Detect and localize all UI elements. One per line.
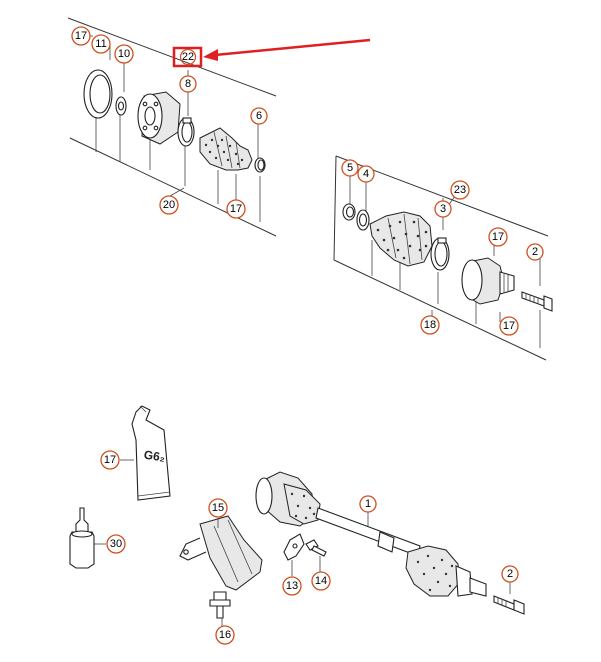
callout-17[interactable]: 17	[226, 199, 246, 219]
bolt-small	[305, 539, 327, 557]
outer-joint	[461, 257, 515, 305]
grease-tube: G6₂	[131, 405, 171, 501]
bracket	[283, 533, 305, 561]
joint-housing	[137, 91, 181, 145]
callout-label: 6	[256, 110, 262, 122]
callout-17[interactable]: 17	[499, 316, 519, 336]
callout-13[interactable]: 13	[282, 576, 302, 596]
callout-1[interactable]: 1	[359, 495, 377, 513]
callout-16[interactable]: 16	[215, 625, 235, 645]
callout-label: 30	[110, 538, 122, 550]
callout-label: 17	[503, 320, 515, 332]
callout-label: 17	[104, 454, 116, 466]
assembly-panel-upper-left	[67, 17, 277, 237]
joint-boot	[199, 127, 253, 171]
highlight-annotation	[172, 38, 371, 68]
bolt-lower	[493, 595, 525, 615]
joint-boot-right	[369, 211, 433, 267]
callout-15[interactable]: 15	[208, 498, 228, 518]
highlight-arrow	[214, 38, 371, 57]
callout-23[interactable]: 23	[450, 180, 470, 200]
callout-8[interactable]: 8	[179, 75, 197, 93]
callout-label: 20	[163, 199, 175, 211]
callout-label: 2	[532, 246, 538, 258]
callout-label: 17	[492, 231, 504, 243]
callout-10[interactable]: 10	[114, 44, 134, 64]
callout-label: 2	[507, 568, 513, 580]
bolt-vertical	[209, 591, 231, 619]
callout-label: 16	[219, 629, 231, 641]
callout-17[interactable]: 17	[488, 227, 508, 247]
callout-14[interactable]: 14	[311, 571, 331, 591]
callout-label: 3	[440, 203, 446, 215]
heat-shield	[179, 515, 263, 591]
callout-label: 10	[118, 48, 130, 60]
callout-2[interactable]: 2	[526, 243, 544, 261]
callout-2[interactable]: 2	[501, 565, 519, 583]
adhesive-bottle	[69, 507, 95, 569]
callout-22[interactable]: 22	[180, 49, 196, 65]
callout-18[interactable]: 18	[420, 315, 440, 335]
callout-label: 8	[185, 78, 191, 90]
highlight-box	[172, 46, 203, 68]
bolt	[521, 291, 553, 312]
callout-label: 23	[454, 184, 466, 196]
clamp-ring	[177, 117, 195, 147]
grease-tube-label: G6₂	[143, 448, 166, 465]
callout-17[interactable]: 17	[100, 450, 120, 470]
clamp-ring-right	[430, 237, 450, 271]
callout-label: 1	[365, 498, 371, 510]
callout-label: 18	[424, 319, 436, 331]
callout-label: 13	[286, 580, 298, 592]
callout-label: 17	[75, 30, 87, 42]
callout-label: 17	[230, 203, 242, 215]
callout-label: 22	[182, 51, 194, 63]
callout-label: 15	[212, 502, 224, 514]
callout-label: 4	[363, 168, 369, 180]
callout-11[interactable]: 11	[91, 34, 111, 54]
callout-20[interactable]: 20	[159, 195, 179, 215]
callout-label: 11	[95, 38, 106, 50]
callout-3[interactable]: 3	[434, 200, 452, 218]
callout-5[interactable]: 5	[341, 159, 359, 177]
callout-30[interactable]: 30	[106, 534, 126, 554]
callout-4[interactable]: 4	[357, 165, 375, 183]
callout-label: 5	[347, 162, 353, 174]
assembly-panel-right	[333, 155, 553, 361]
callout-label: 14	[315, 575, 327, 587]
callout-6[interactable]: 6	[250, 107, 268, 125]
arrow-head	[203, 49, 218, 61]
drive-shaft	[255, 471, 487, 597]
callout-17[interactable]: 17	[71, 26, 91, 46]
